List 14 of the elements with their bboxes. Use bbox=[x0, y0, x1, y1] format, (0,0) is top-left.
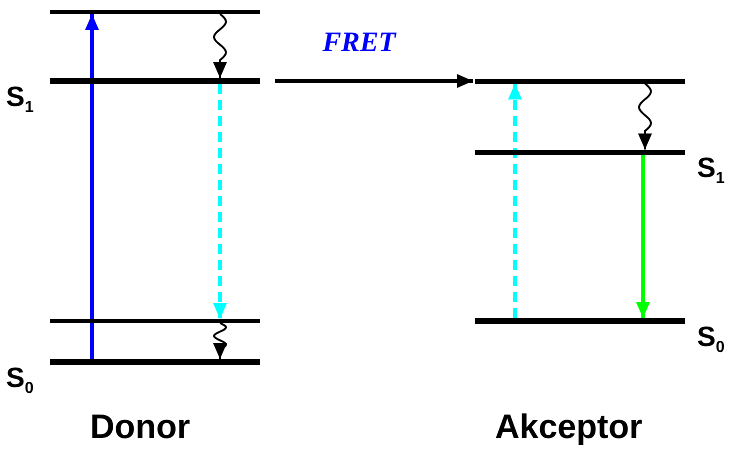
group-caption: Akceptor bbox=[495, 410, 642, 444]
arrow bbox=[213, 84, 227, 319]
wavy-arrow bbox=[212, 13, 228, 78]
state-label: S$_{0}$ bbox=[697, 323, 725, 356]
arrow bbox=[636, 154, 650, 318]
wavy-arrow bbox=[212, 322, 228, 359]
fret-arrow bbox=[275, 74, 473, 88]
state-label: S$_{1}$ bbox=[6, 83, 34, 116]
arrow bbox=[85, 14, 99, 359]
state-label: S$_{1}$ bbox=[697, 154, 725, 187]
arrow bbox=[508, 84, 522, 318]
state-label: S$_{0}$ bbox=[6, 364, 34, 397]
group-caption: Donor bbox=[90, 410, 190, 444]
wavy-arrow bbox=[638, 82, 652, 150]
